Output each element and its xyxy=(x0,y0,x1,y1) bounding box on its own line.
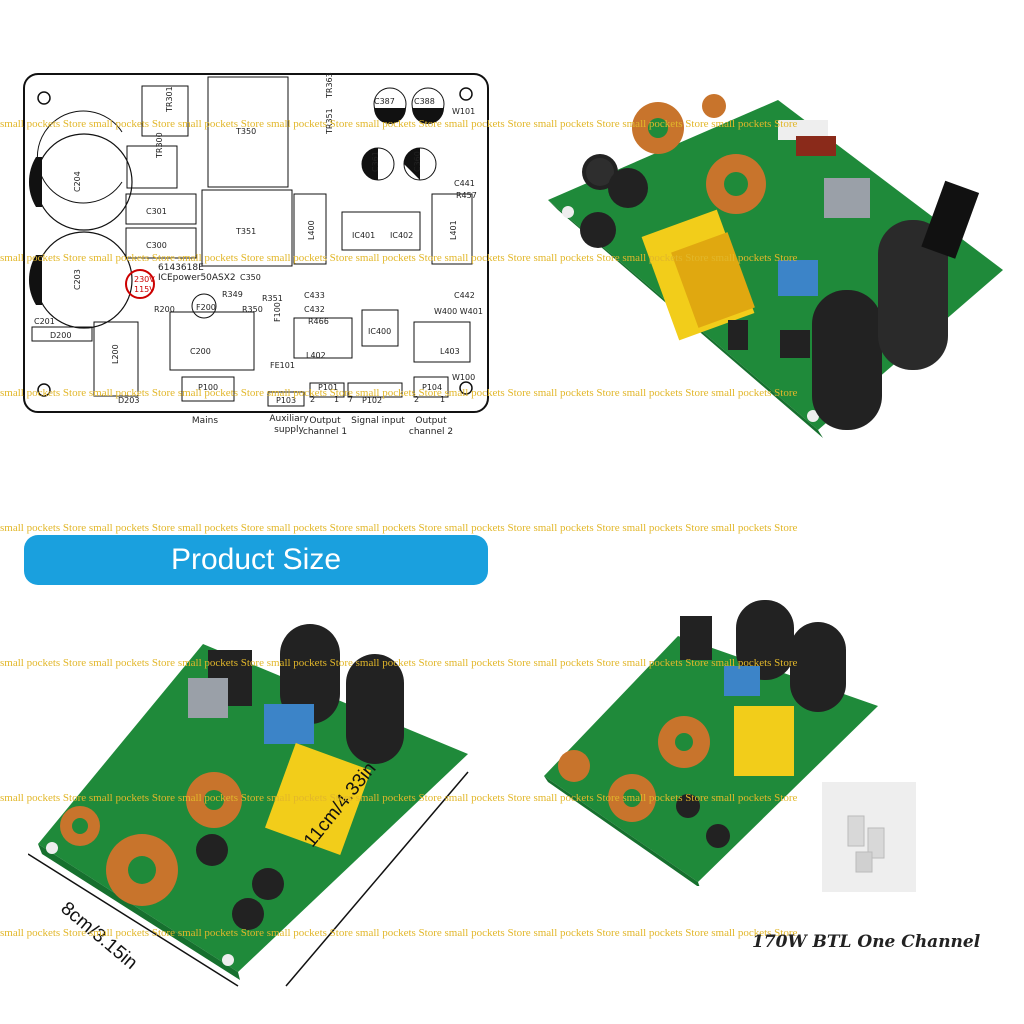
watermark-row: small pockets Store small pockets Store … xyxy=(0,522,798,534)
svg-text:D200: D200 xyxy=(50,331,71,340)
svg-text:L400: L400 xyxy=(307,220,316,240)
svg-text:1: 1 xyxy=(334,395,339,404)
svg-text:2: 2 xyxy=(310,395,315,404)
svg-text:TR300: TR300 xyxy=(155,132,164,159)
product-size-banner: Product Size xyxy=(24,535,488,585)
svg-text:TR363: TR363 xyxy=(325,72,334,99)
svg-text:R351: R351 xyxy=(262,294,283,303)
schematic-diagram: TR301 T350 TR300 C204 C301 C300 T351 C20… xyxy=(23,72,489,413)
svg-text:1: 1 xyxy=(440,395,445,404)
svg-text:P104: P104 xyxy=(422,383,442,392)
svg-text:L403: L403 xyxy=(440,347,460,356)
pcb-photo-top xyxy=(548,94,1003,438)
channel-caption: 170W BTL One Channel xyxy=(752,932,981,952)
svg-text:7: 7 xyxy=(348,395,353,404)
svg-text:C350: C350 xyxy=(240,273,261,282)
svg-text:W101: W101 xyxy=(452,107,475,116)
svg-text:ICEpower50ASX2: ICEpower50ASX2 xyxy=(158,273,236,283)
watermark-row: small pockets Store small pockets Store … xyxy=(0,118,798,130)
watermark-row: small pockets Store small pockets Store … xyxy=(0,792,798,804)
svg-text:115V: 115V xyxy=(134,285,155,294)
svg-text:R350: R350 xyxy=(242,305,263,314)
svg-text:C361: C361 xyxy=(371,151,380,172)
watermark-row: small pockets Store small pockets Store … xyxy=(0,657,798,669)
watermark-row: small pockets Store small pockets Store … xyxy=(0,927,798,939)
pcb-photo-dimensions xyxy=(28,624,469,987)
watermark-row: small pockets Store small pockets Store … xyxy=(0,252,798,264)
svg-text:W100: W100 xyxy=(452,373,475,382)
watermark-row: small pockets Store small pockets Store … xyxy=(0,387,798,399)
svg-text:C441: C441 xyxy=(454,179,475,188)
svg-text:P103: P103 xyxy=(276,396,296,405)
svg-text:C300: C300 xyxy=(146,241,167,250)
svg-text:L401: L401 xyxy=(449,220,458,240)
svg-text:D203: D203 xyxy=(118,396,139,405)
svg-text:R466: R466 xyxy=(308,317,329,326)
svg-text:L402: L402 xyxy=(306,351,326,360)
pcb-photo-bottom-right xyxy=(544,600,878,886)
caption-signal-input: Signal input xyxy=(351,416,405,426)
svg-text:TR301: TR301 xyxy=(165,86,174,113)
svg-text:L200: L200 xyxy=(111,344,120,364)
svg-text:230V: 230V xyxy=(134,275,155,284)
svg-text:R200: R200 xyxy=(154,305,175,314)
svg-text:C433: C433 xyxy=(304,291,325,300)
svg-text:2: 2 xyxy=(414,395,419,404)
svg-text:R349: R349 xyxy=(222,290,243,299)
svg-text:F100: F100 xyxy=(273,302,282,322)
svg-text:C360: C360 xyxy=(413,151,422,172)
svg-text:IC402: IC402 xyxy=(390,231,413,240)
svg-text:C201: C201 xyxy=(34,317,55,326)
svg-text:FE101: FE101 xyxy=(270,361,295,370)
svg-text:IC400: IC400 xyxy=(368,327,391,336)
svg-text:C387: C387 xyxy=(374,97,395,106)
svg-text:T350: T350 xyxy=(235,127,256,136)
caption-mains: Mains xyxy=(191,416,219,426)
svg-text:R457: R457 xyxy=(456,191,477,200)
svg-text:IC401: IC401 xyxy=(352,231,375,240)
svg-text:C301: C301 xyxy=(146,207,167,216)
svg-text:C200: C200 xyxy=(190,347,211,356)
svg-text:C442: C442 xyxy=(454,291,475,300)
svg-text:C432: C432 xyxy=(304,305,325,314)
svg-text:TR351: TR351 xyxy=(325,108,334,135)
svg-text:C388: C388 xyxy=(414,97,435,106)
connector-accessory-photo xyxy=(822,782,916,892)
svg-text:P101: P101 xyxy=(318,383,338,392)
svg-text:C204: C204 xyxy=(73,171,82,192)
svg-text:P100: P100 xyxy=(198,383,218,392)
svg-text:F200: F200 xyxy=(196,303,216,312)
svg-text:6143618E: 6143618E xyxy=(158,263,204,273)
svg-text:W400 W401: W400 W401 xyxy=(434,307,483,316)
svg-text:P102: P102 xyxy=(362,396,382,405)
svg-text:C203: C203 xyxy=(73,269,82,290)
svg-text:T351: T351 xyxy=(235,227,256,236)
